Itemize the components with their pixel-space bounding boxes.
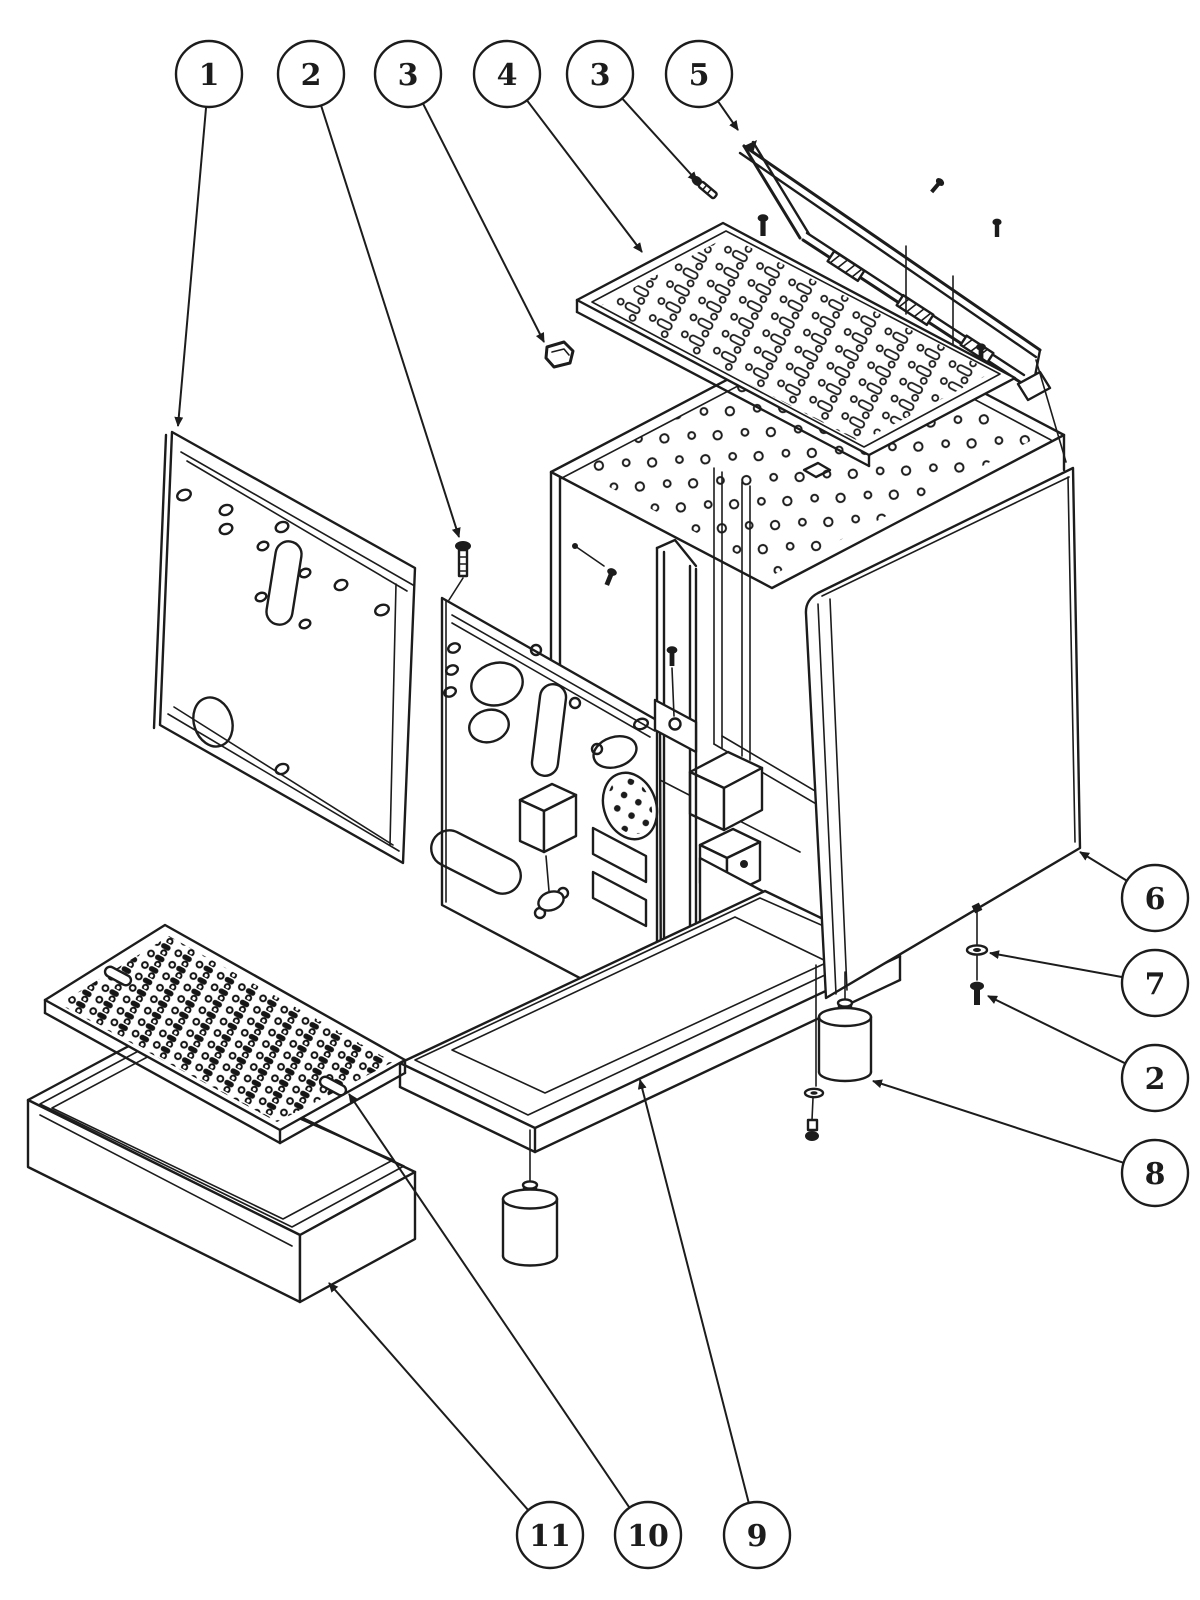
rubber-foot-front bbox=[501, 1180, 559, 1267]
callout-10: 10 bbox=[348, 1093, 683, 1570]
callout-number: 3 bbox=[590, 58, 611, 93]
callout-number: 9 bbox=[747, 1519, 768, 1554]
leader-line bbox=[1079, 851, 1128, 882]
callout-11: 11 bbox=[328, 1282, 585, 1570]
callout-circle bbox=[1120, 863, 1190, 933]
callout-circle bbox=[276, 39, 346, 109]
leader-line bbox=[526, 99, 643, 253]
callout-8: 8 bbox=[872, 1079, 1190, 1208]
callout-number: 4 bbox=[497, 58, 518, 93]
screw-small-icon bbox=[666, 646, 678, 666]
callout-number: 3 bbox=[398, 58, 419, 93]
callout-circle bbox=[1120, 948, 1190, 1018]
callout-circle bbox=[613, 1500, 683, 1570]
panel-holes bbox=[176, 488, 390, 776]
callout-3: 3 bbox=[565, 39, 698, 182]
callout-circle bbox=[174, 39, 244, 109]
callout-layer: 1 2 3 4 3 5 6 7 2 8 9 10 11 bbox=[174, 39, 1190, 1570]
screw-small-icon bbox=[604, 568, 617, 586]
screw-small-icon bbox=[976, 343, 986, 363]
callout-1: 1 bbox=[174, 39, 244, 427]
callout-circle bbox=[373, 39, 443, 109]
leader-line bbox=[987, 995, 1126, 1065]
callout-2: 2 bbox=[987, 995, 1190, 1113]
leader-line bbox=[717, 100, 739, 131]
callout-7: 7 bbox=[989, 948, 1190, 1018]
front-mounting-plate bbox=[430, 596, 764, 1023]
bracket-components bbox=[518, 750, 764, 912]
callout-circle bbox=[515, 1500, 585, 1570]
part-5-top-cover-frame bbox=[691, 140, 1067, 463]
part-2-screw-top bbox=[448, 541, 471, 601]
leader-line bbox=[637, 1079, 750, 1504]
callout-number: 8 bbox=[1145, 1157, 1166, 1192]
callout-number: 1 bbox=[199, 58, 220, 93]
part-3-clip bbox=[544, 340, 575, 369]
callout-3: 3 bbox=[373, 39, 545, 343]
callout-circle bbox=[472, 39, 542, 109]
leader-line bbox=[989, 950, 1123, 979]
callout-circle bbox=[565, 39, 635, 109]
leader-line bbox=[348, 1093, 631, 1509]
callout-circle bbox=[1120, 1138, 1190, 1208]
leader-line bbox=[320, 105, 461, 538]
leader-line bbox=[422, 102, 545, 343]
callout-number: 10 bbox=[627, 1519, 669, 1554]
part-1-rear-panel bbox=[152, 430, 417, 865]
screw-small-icon bbox=[757, 214, 769, 236]
screw-small-icon bbox=[992, 218, 1002, 237]
callout-circle bbox=[664, 39, 734, 109]
part-9-base-frame bbox=[398, 889, 902, 1183]
callout-6: 6 bbox=[1079, 851, 1190, 933]
leader-line bbox=[174, 106, 208, 427]
callout-9: 9 bbox=[637, 1079, 792, 1570]
shell-fasteners bbox=[965, 908, 989, 1005]
callout-number: 2 bbox=[1145, 1062, 1166, 1097]
callout-number: 5 bbox=[689, 58, 710, 93]
callout-number: 7 bbox=[1145, 967, 1166, 1002]
leader-line bbox=[621, 97, 698, 182]
callout-2: 2 bbox=[276, 39, 461, 538]
part-11-drip-tray bbox=[26, 1038, 417, 1304]
callout-4: 4 bbox=[472, 39, 643, 253]
screw-small-icon bbox=[930, 178, 945, 194]
callout-number: 6 bbox=[1145, 882, 1166, 917]
callout-5: 5 bbox=[664, 39, 739, 131]
leader-line bbox=[328, 1282, 529, 1511]
callout-number: 11 bbox=[529, 1519, 571, 1554]
callout-circle bbox=[1120, 1043, 1190, 1113]
part-6-body-shell bbox=[804, 466, 1082, 1000]
callout-circle bbox=[722, 1500, 792, 1570]
rubber-foot-right bbox=[803, 964, 873, 1141]
callout-number: 2 bbox=[301, 58, 322, 93]
leader-line bbox=[872, 1079, 1124, 1164]
